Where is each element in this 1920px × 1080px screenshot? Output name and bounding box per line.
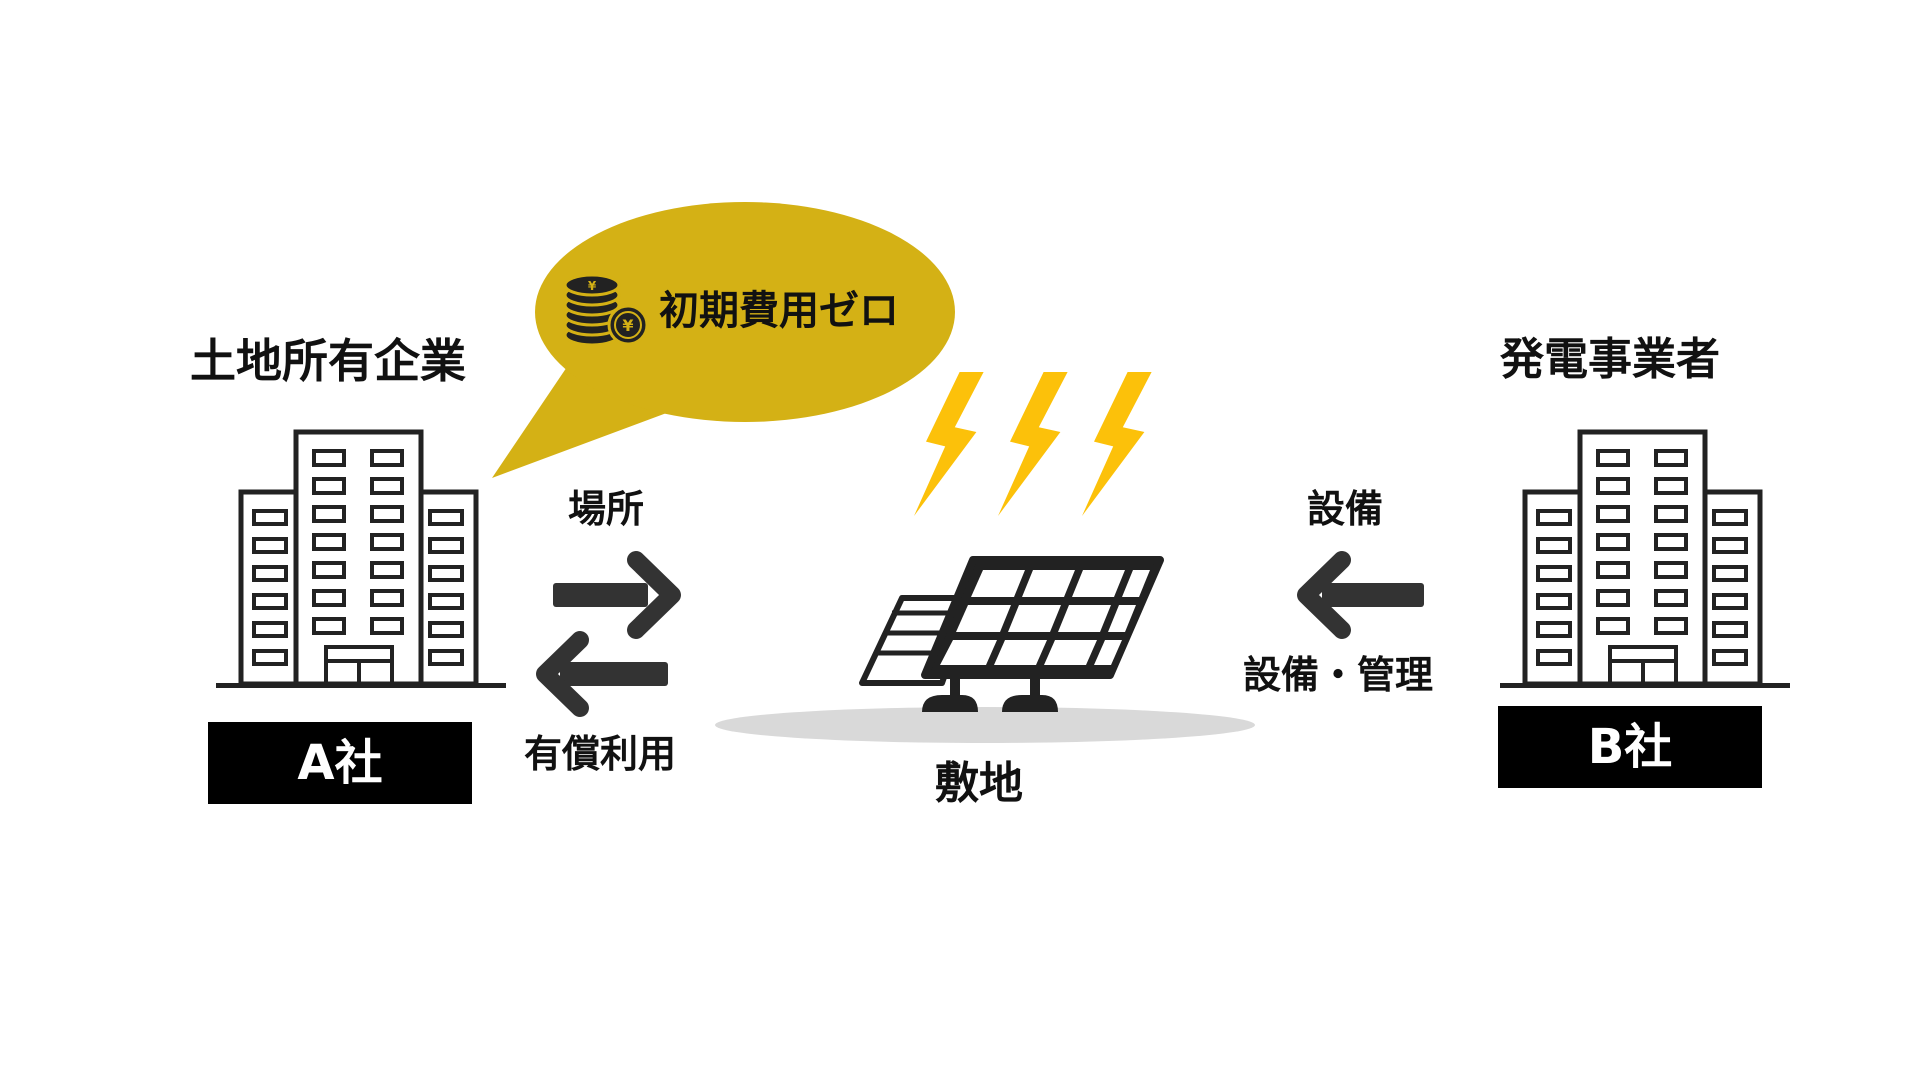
svg-text:¥: ¥ [588, 279, 597, 293]
ground-shadow [715, 707, 1255, 743]
yen-coins-icon: ¥ ¥ [563, 273, 649, 347]
operator-title: 発電事業者 [1500, 334, 1720, 385]
left-flow-bottom-label: 有償利用 [524, 732, 677, 776]
right-flow-bottom-label: 設備・管理 [1243, 653, 1434, 697]
arrow-left-icon-right-flow [1297, 551, 1424, 639]
right-building-icon [1500, 432, 1790, 688]
left-flow-top-label: 場所 [568, 487, 645, 531]
site-label: 敷地 [935, 758, 1023, 809]
landowner-title: 土地所有企業 [190, 334, 466, 388]
svg-text:¥: ¥ [622, 316, 633, 335]
company-b-tag: B社 [1498, 706, 1762, 788]
arrow-left-icon [536, 631, 668, 717]
company-a-tag: A社 [208, 722, 472, 804]
bubble-text: 初期費用ゼロ [659, 288, 899, 334]
speech-bubble [492, 202, 955, 478]
solar-panel-icon [859, 556, 1164, 712]
arrow-right-icon [553, 551, 681, 639]
right-flow-top-label: 設備 [1307, 487, 1384, 531]
left-building-icon [216, 432, 506, 688]
lightning-bolt-icon [914, 372, 1152, 516]
